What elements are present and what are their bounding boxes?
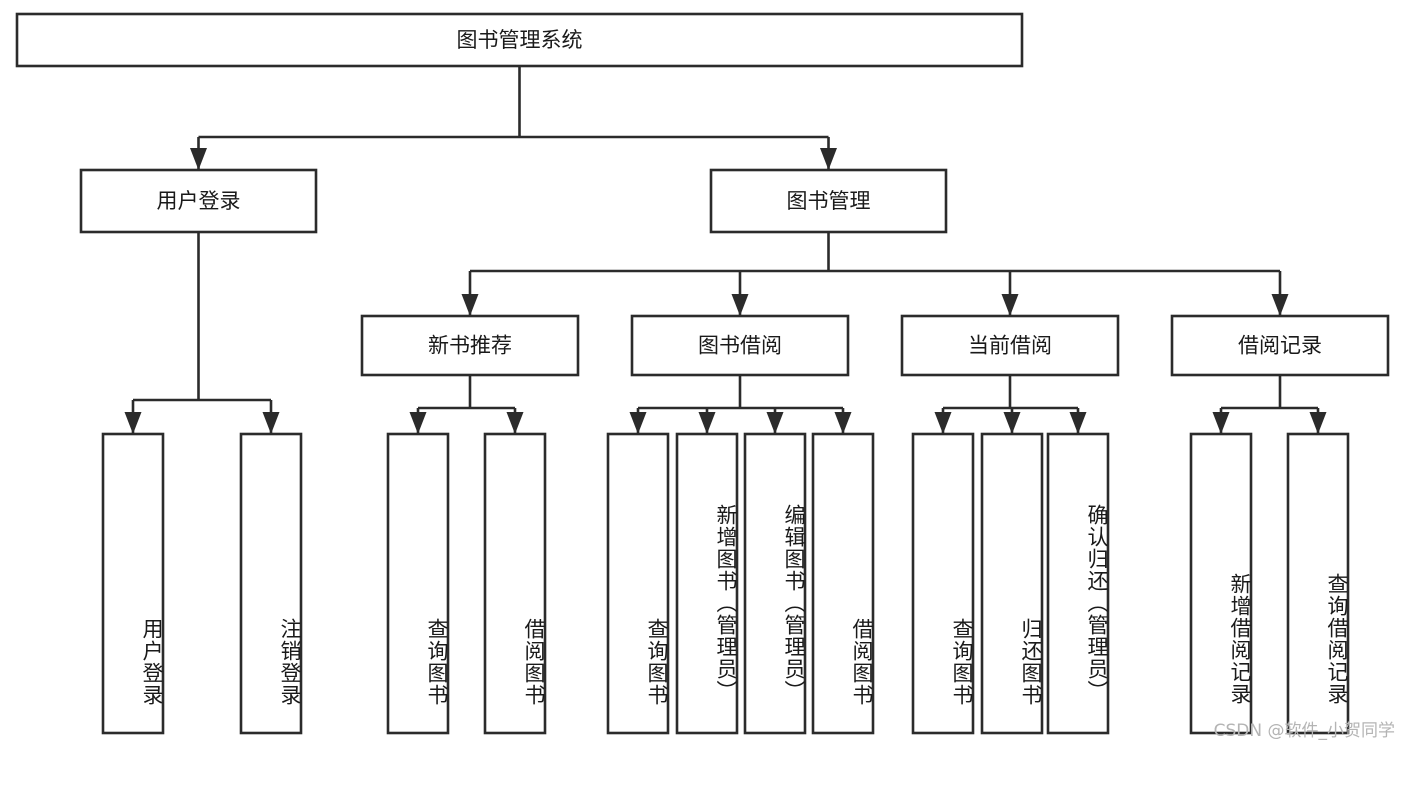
arrow-head-icon bbox=[409, 412, 427, 434]
flowchart-canvas: 图书管理系统用户登录图书管理新书推荐图书借阅当前借阅借阅记录 用户登录注销登录查… bbox=[15, 12, 1395, 741]
node-label-book-borrow: 图书借阅 bbox=[698, 334, 782, 358]
arrow-head-icon bbox=[1309, 412, 1327, 434]
node-box-book-borrow[interactable] bbox=[630, 314, 850, 377]
node-box-leaf-query-book-rec[interactable] bbox=[386, 432, 450, 735]
node-box-leaf-return-book[interactable] bbox=[980, 432, 1044, 735]
arrow-head-icon bbox=[190, 148, 207, 170]
arrow-head-icon bbox=[1003, 412, 1021, 434]
node-box-leaf-borrow-book[interactable] bbox=[811, 432, 875, 735]
node-label-user-login: 用户登录 bbox=[157, 189, 241, 213]
arrow-head-icon bbox=[731, 294, 749, 316]
arrow-head-icon bbox=[506, 412, 524, 434]
arrow-head-icon bbox=[262, 412, 280, 434]
node-label-root: 图书管理系统 bbox=[457, 28, 583, 52]
node-box-leaf-user-login[interactable] bbox=[101, 432, 165, 735]
node-box-book-manage[interactable] bbox=[709, 168, 948, 234]
node-box-root[interactable] bbox=[15, 12, 1024, 68]
node-box-leaf-add-record[interactable] bbox=[1189, 432, 1253, 735]
node-label-new-book-recommend: 新书推荐 bbox=[428, 334, 512, 358]
node-label-book-manage: 图书管理 bbox=[787, 189, 871, 213]
arrow-head-icon bbox=[934, 412, 952, 434]
connector-layer bbox=[124, 66, 1327, 434]
node-label-borrow-record: 借阅记录 bbox=[1238, 334, 1322, 358]
node-box-leaf-confirm-return[interactable] bbox=[1046, 432, 1110, 735]
node-label-current-borrow: 当前借阅 bbox=[968, 334, 1052, 358]
node-box-user-login[interactable] bbox=[79, 168, 318, 234]
node-box-leaf-query-book-borrow[interactable] bbox=[606, 432, 670, 735]
node-box-leaf-logout[interactable] bbox=[239, 432, 303, 735]
arrow-head-icon bbox=[1069, 412, 1087, 434]
arrow-head-icon bbox=[461, 294, 479, 316]
watermark-text: CSDN @软件_小贺同学 bbox=[1213, 721, 1395, 741]
node-box-leaf-borrow-book-rec[interactable] bbox=[483, 432, 547, 735]
arrow-head-icon bbox=[766, 412, 784, 434]
node-box-leaf-query-record[interactable] bbox=[1286, 432, 1350, 735]
arrow-head-icon bbox=[698, 412, 716, 434]
arrow-head-icon bbox=[1271, 294, 1289, 316]
arrow-head-icon bbox=[629, 412, 647, 434]
node-box-leaf-add-book[interactable] bbox=[675, 432, 739, 735]
node-box-leaf-query-book-cur[interactable] bbox=[911, 432, 975, 735]
node-box-new-book-recommend[interactable] bbox=[360, 314, 580, 377]
arrow-head-icon bbox=[1212, 412, 1230, 434]
node-box-leaf-edit-book[interactable] bbox=[743, 432, 807, 735]
node-box-current-borrow[interactable] bbox=[900, 314, 1120, 377]
arrow-head-icon bbox=[1001, 294, 1019, 316]
arrow-head-icon bbox=[834, 412, 852, 434]
arrow-head-icon bbox=[820, 148, 837, 170]
arrow-head-icon bbox=[124, 412, 142, 434]
node-box-borrow-record[interactable] bbox=[1170, 314, 1390, 377]
